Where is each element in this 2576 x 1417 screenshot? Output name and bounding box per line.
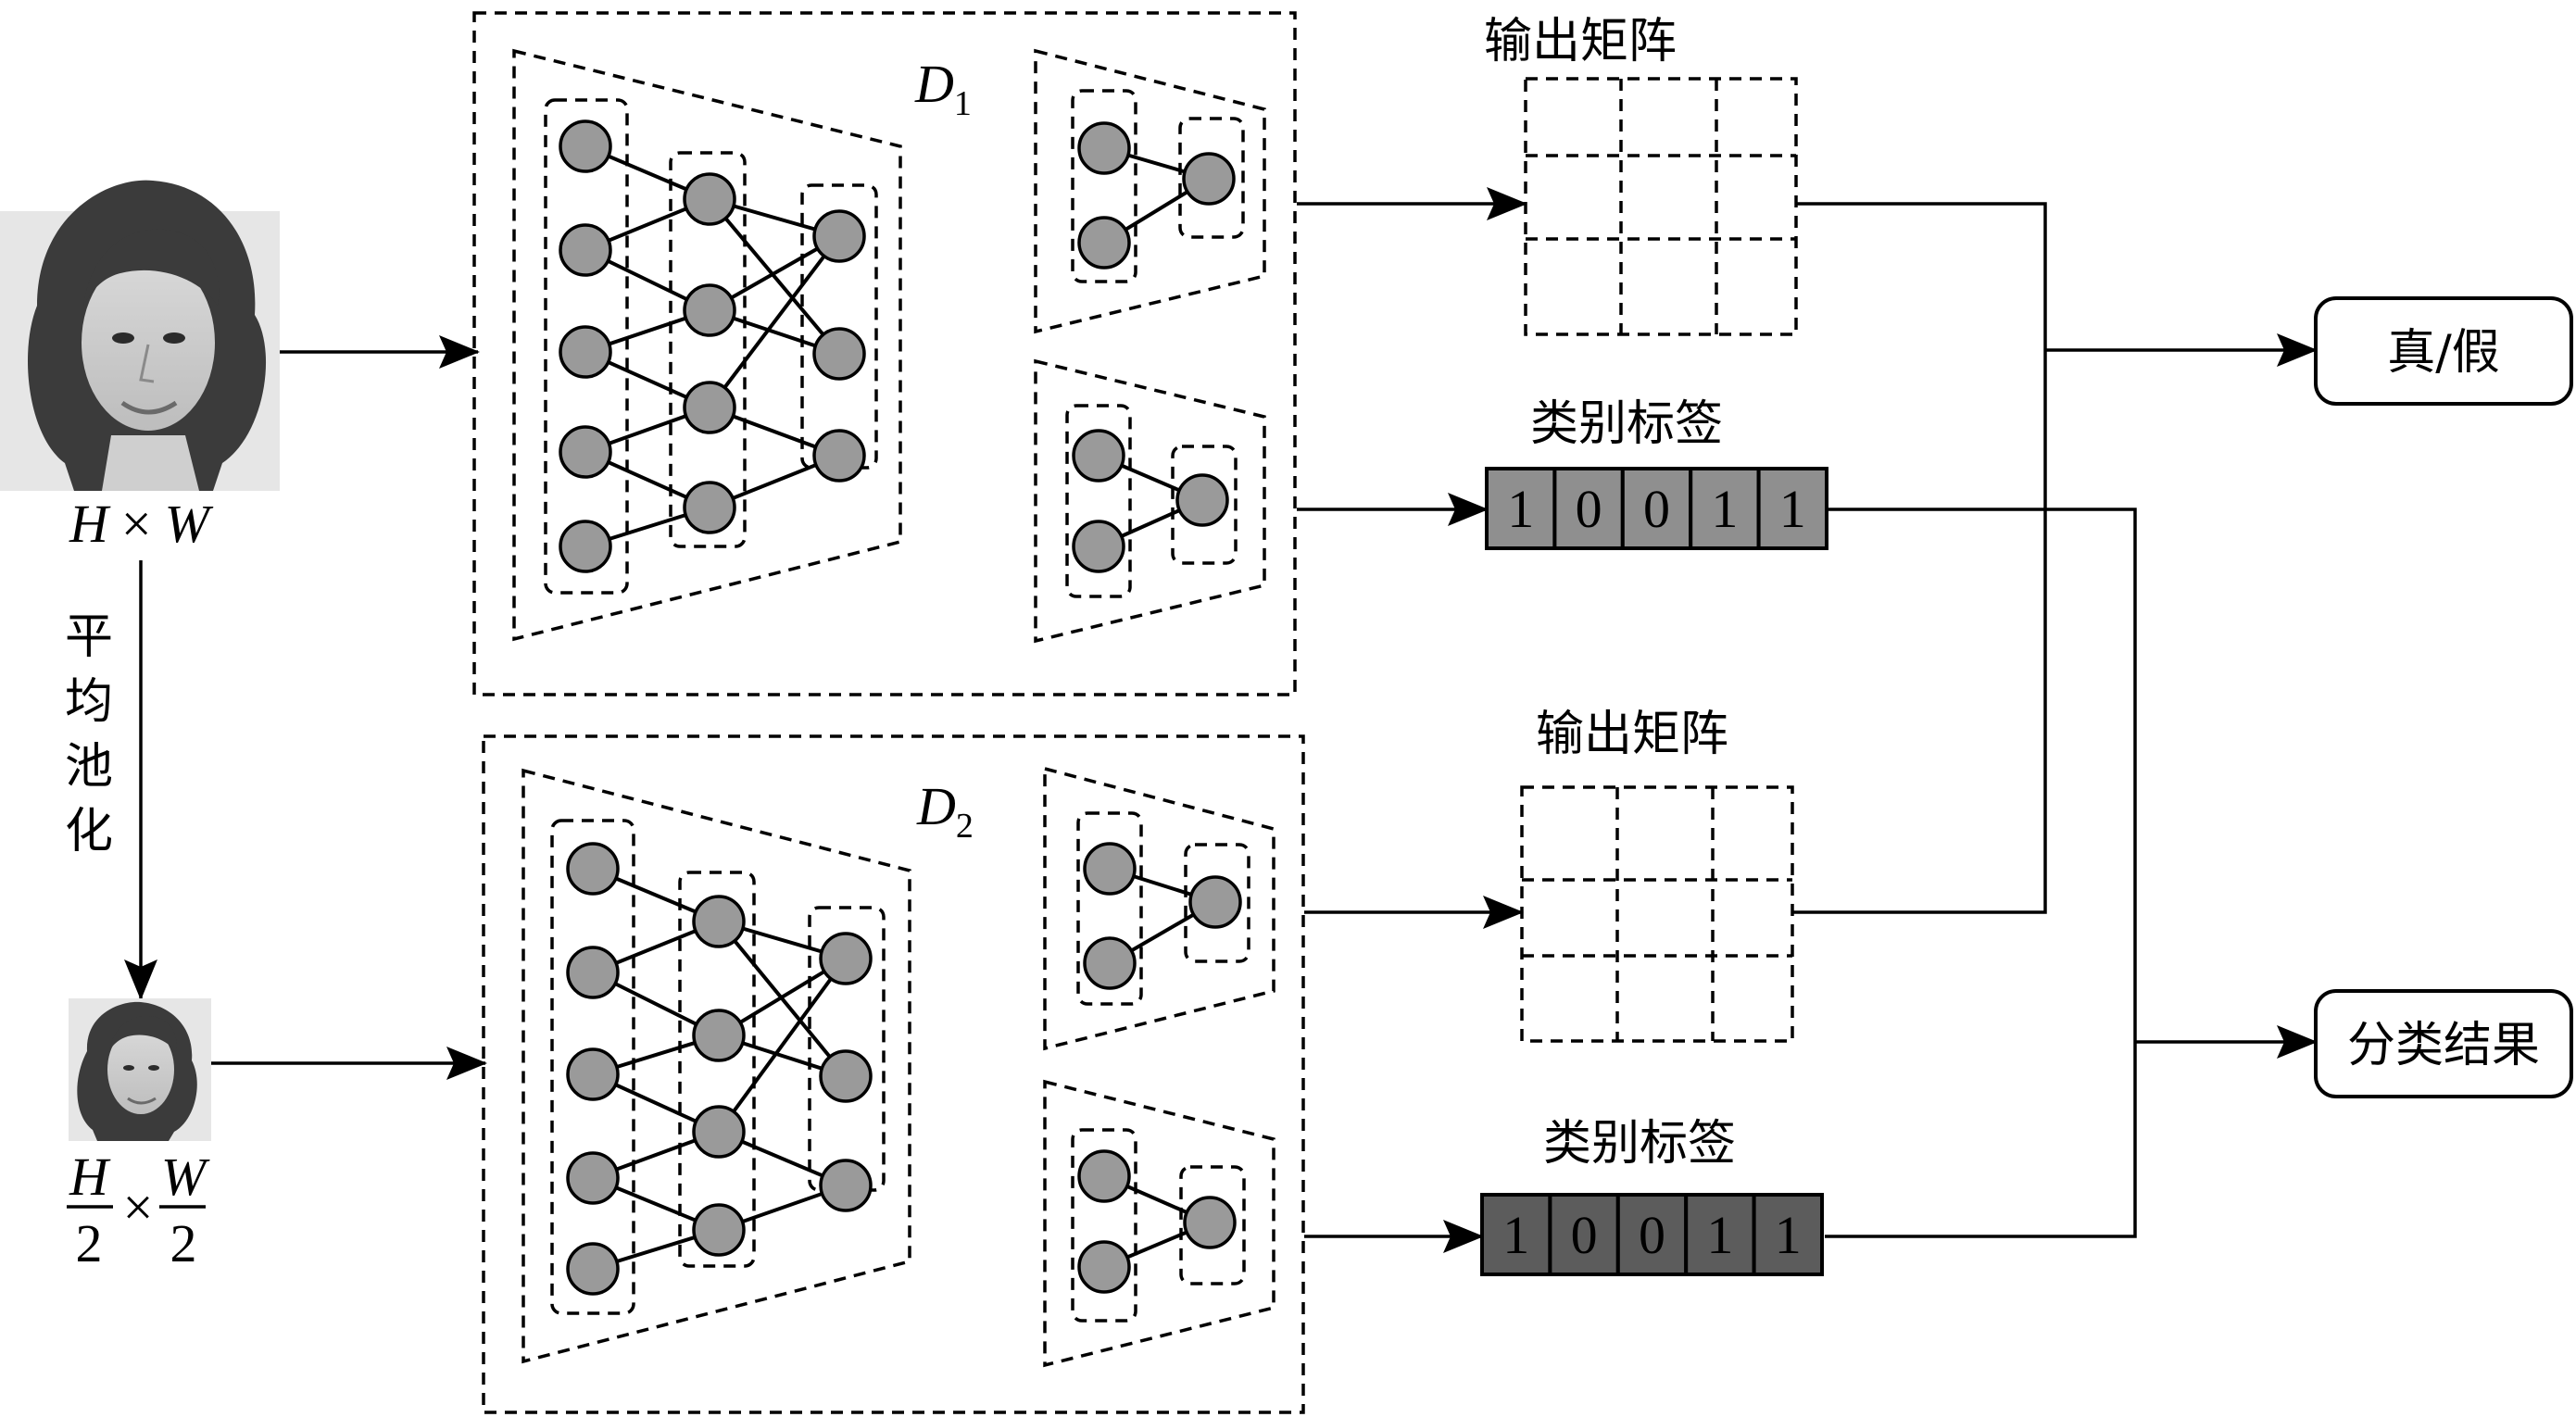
svg-text:平: 平 — [65, 609, 113, 665]
input-face-image-small — [69, 998, 211, 1141]
d1-outer-frame — [472, 11, 1297, 696]
d2-output-matrix-label: 输出矩阵 — [1536, 707, 1728, 762]
d2-label-value: 1 — [1502, 1205, 1529, 1265]
d2-label-value: 0 — [1571, 1205, 1598, 1265]
d1-label-value: 0 — [1576, 479, 1602, 539]
connector-class-result — [1825, 508, 2318, 1238]
svg-text:池: 池 — [65, 739, 113, 795]
d1-layer-1-frame — [544, 98, 629, 595]
d1-label-cell — [1552, 467, 1625, 550]
d1-output-matrix-label: 输出矩阵 — [1484, 14, 1677, 69]
d2-main-nodes — [566, 842, 873, 1296]
svg-text:W: W — [161, 1147, 210, 1207]
discriminator-d1: D1 — [472, 11, 1297, 696]
d2-main-network-frame — [521, 768, 911, 1364]
d2-label-value: 0 — [1639, 1205, 1665, 1265]
d1-label-cell — [1485, 467, 1557, 550]
d1-label-cell — [1689, 467, 1761, 550]
d2-output-matrix — [1520, 785, 1794, 1043]
d1-label-value: 1 — [1507, 479, 1534, 539]
svg-text:2: 2 — [170, 1213, 197, 1273]
d1-class-label-title: 类别标签 — [1530, 396, 1723, 452]
d2-outer-frame — [482, 734, 1305, 1414]
real-fake-box: 真/假 — [2314, 296, 2573, 406]
d2-label-cell — [1752, 1193, 1824, 1276]
small-size-label: H 2 × W 2 — [67, 1147, 210, 1273]
discriminator-d2: D2 — [482, 734, 1305, 1414]
svg-text:真/假: 真/假 — [2387, 325, 2500, 381]
d2-layer-1-frame — [550, 819, 635, 1315]
svg-text:2: 2 — [76, 1213, 103, 1273]
d2-head-matrix-frame — [1043, 766, 1275, 1051]
d2-label-value: 1 — [1706, 1205, 1733, 1265]
d1-label-value: 1 — [1779, 479, 1806, 539]
svg-text:化: 化 — [65, 804, 113, 859]
pooling-label: 平 均 池 化 — [65, 609, 113, 859]
svg-text:均: 均 — [65, 674, 113, 730]
d2-label-value: 1 — [1775, 1205, 1802, 1265]
class-result-box: 分类结果 — [2314, 989, 2573, 1098]
d1-label: D1 — [914, 54, 972, 123]
d1-main-network-frame — [512, 48, 902, 642]
input-face-image-large — [0, 180, 280, 491]
svg-text:分类结果: 分类结果 — [2347, 1018, 2540, 1073]
connector-real-fake — [1792, 202, 2318, 914]
d2-label-cell — [1615, 1193, 1689, 1276]
d1-main-nodes — [559, 119, 866, 573]
d1-layer-2-frame — [669, 151, 747, 548]
d2-layer-2-frame — [678, 871, 756, 1268]
d1-label-cell — [1756, 467, 1828, 550]
d1-label-value: 1 — [1711, 479, 1738, 539]
d2-head-label-frame — [1043, 1079, 1275, 1368]
d2-label: D2 — [916, 776, 974, 846]
svg-text:H: H — [69, 1147, 111, 1207]
svg-text:×: × — [123, 1177, 154, 1237]
d1-label-value: 0 — [1643, 479, 1670, 539]
d1-output-matrix — [1524, 77, 1798, 336]
input-size-label: H×W — [69, 494, 214, 554]
d1-head-label-frame — [1034, 358, 1266, 644]
d2-class-label-title: 类别标签 — [1543, 1116, 1736, 1172]
